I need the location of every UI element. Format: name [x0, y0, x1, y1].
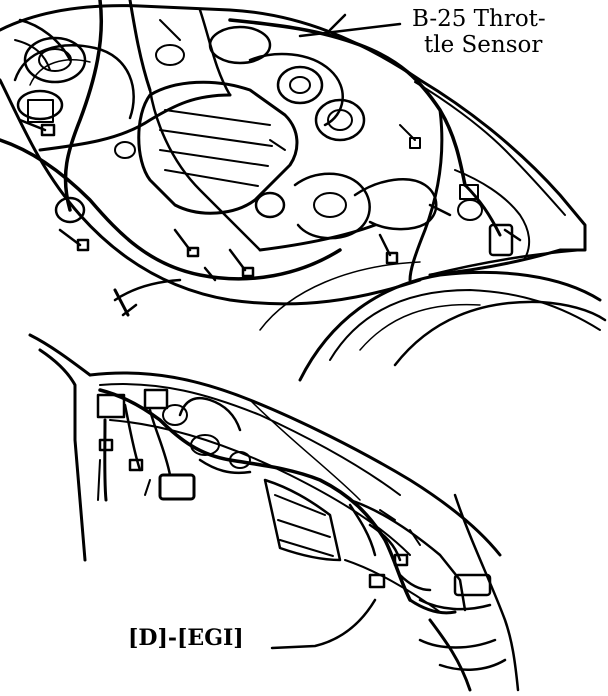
egi-callout: [D]-[EGI]	[128, 625, 244, 651]
throttle-sensor-label-line1: B-25 Throt-	[412, 6, 546, 32]
egi-label: [D]-[EGI]	[128, 625, 244, 651]
throttle-sensor-leader-line	[298, 22, 402, 38]
throttle-sensor-label-line2: tle Sensor	[424, 32, 543, 59]
egi-leader-line	[270, 598, 377, 650]
throttle-sensor-callout: B-25 Throt- tle Sensor	[412, 6, 546, 59]
dashboard-drawing	[28, 333, 520, 692]
engine-bay-drawing	[0, 0, 607, 382]
